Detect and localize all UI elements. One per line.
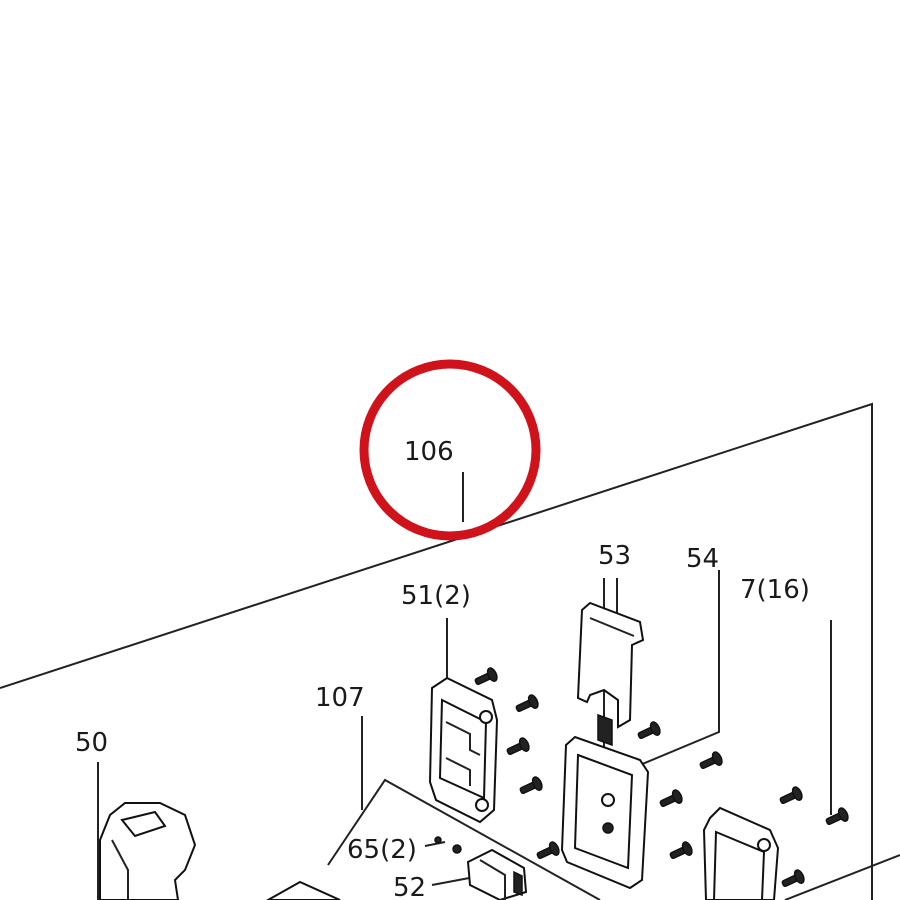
- label-7: 7(16): [740, 575, 810, 605]
- label-106: 106: [404, 437, 454, 467]
- screw-icon: [659, 789, 683, 808]
- screw-icon: [474, 667, 498, 686]
- inner-panel-outline: [327, 778, 601, 900]
- label-107: 107: [315, 683, 365, 713]
- bracket-51-lower: [702, 806, 780, 900]
- bracket-51-upper: [428, 676, 499, 824]
- screw-icon: [637, 721, 661, 740]
- pin-icon: [434, 836, 442, 844]
- screw-icon: [669, 841, 693, 860]
- label-54: 54: [686, 544, 719, 574]
- screw-icon: [699, 751, 723, 770]
- housing-outline: [0, 402, 900, 900]
- screw-icon: [825, 807, 849, 826]
- screw-group: [434, 667, 849, 888]
- label-53: 53: [598, 541, 631, 571]
- part-labels: 106 53 54 51(2) 7(16) 107 50 65(2) 52: [75, 437, 810, 900]
- screw-icon: [781, 869, 805, 888]
- screw-icon: [519, 776, 543, 795]
- screw-icon: [515, 694, 539, 713]
- part-bottom-left: [265, 880, 341, 900]
- pin-icon: [452, 844, 462, 854]
- handle-50: [99, 802, 197, 900]
- label-65: 65(2): [347, 835, 417, 865]
- screw-icon: [536, 841, 560, 860]
- label-50: 50: [75, 728, 108, 758]
- frame-54: [560, 735, 650, 890]
- label-51: 51(2): [401, 581, 471, 611]
- switch-52: [466, 848, 528, 900]
- screw-icon: [506, 737, 530, 756]
- clip-53: [576, 601, 645, 747]
- highlight-circle: [359, 359, 541, 541]
- screw-icon: [779, 786, 803, 805]
- label-52: 52: [393, 873, 426, 900]
